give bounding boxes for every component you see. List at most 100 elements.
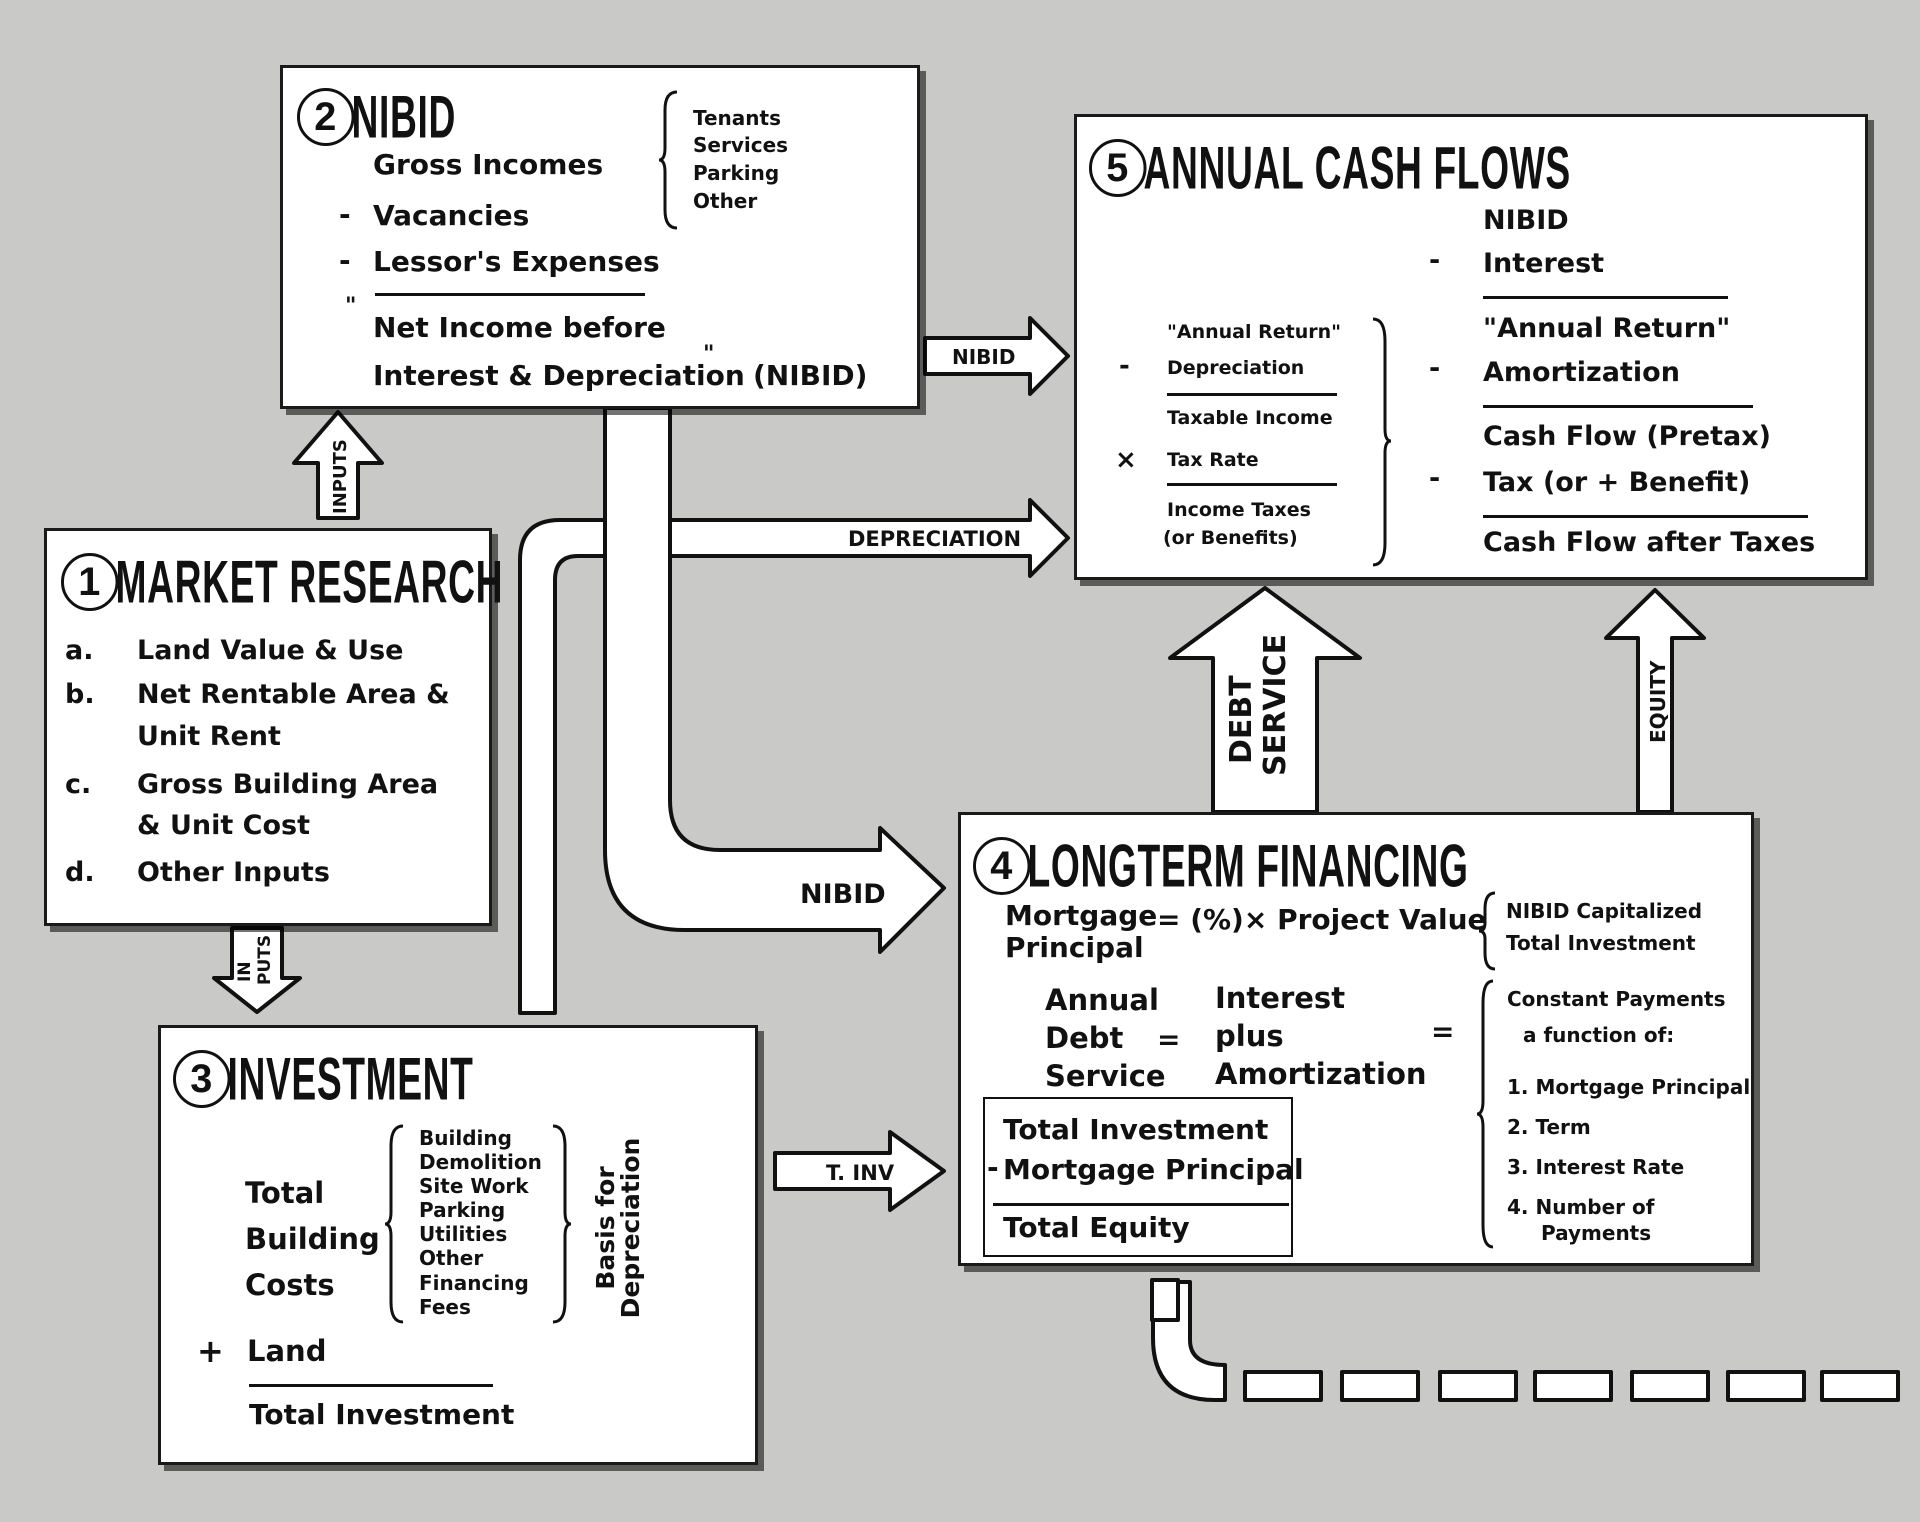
right-minus-1: - [1429,245,1441,276]
right-rule-1 [1483,296,1728,299]
inputs-down-arrow [212,926,302,1014]
right-cash-flow-pretax: Cash Flow (Pretax) [1483,421,1771,452]
total-building-costs-2: Building [245,1222,380,1256]
lessors-expenses-label: Lessor's Expenses [373,245,660,278]
factor-number-of: 4. Number of [1507,1195,1655,1219]
debt-service-label-1: DEBT [1224,675,1259,764]
ratio-brace [1478,891,1496,971]
left-tax-rate: Tax Rate [1167,449,1259,471]
constant-payments: Constant Payments [1507,987,1726,1011]
land-label: Land [247,1334,327,1368]
income-source-other: Other [693,189,758,213]
cost-item-building: Building [419,1126,512,1150]
basis-line2: Depreciation [616,1137,645,1319]
equity-mortgage-principal: Mortgage Principal [1003,1153,1304,1186]
continuation-dash [1438,1370,1518,1402]
right-tax-or-benefit: Tax (or + Benefit) [1483,467,1751,498]
left-income-taxes: Income Taxes [1167,499,1311,521]
vacancies-minus: - [339,198,351,231]
net-income-line2: Interest & Depreciation [373,359,745,392]
continuation-dash [1340,1370,1420,1402]
cost-item-other: Other [419,1246,484,1270]
inputs-down-label-1: IN [235,961,255,982]
expenses-minus: - [339,244,351,277]
income-sources-brace [658,90,678,230]
total-investment-arrow [773,1130,946,1212]
step-number-2: 2 [297,88,355,147]
nibid-sum-rule [375,293,645,296]
equity-minus: - [987,1151,999,1184]
factor-payments: Payments [1541,1221,1652,1245]
mortgage-principal-line1: Mortgage [1005,899,1158,932]
debt-service-label-2: SERVICE [1258,634,1293,776]
right-interest: Interest [1483,248,1605,279]
amortization-label: Amortization [1215,1057,1427,1091]
continuation-stub [1150,1278,1180,1322]
continuation-dash [1533,1370,1613,1402]
step-number-1: 1 [61,553,119,612]
investment-title-label: INVESTMENT [227,1045,474,1113]
right-minus-2: - [1429,353,1441,384]
right-annual-return: "Annual Return" [1483,313,1731,344]
nibid-to-financing-pipe [603,406,946,954]
cost-item-site-work: Site Work [419,1174,529,1198]
left-rule-1 [1167,393,1337,396]
factor-interest-rate: 3. Interest Rate [1507,1155,1685,1179]
right-nibid: NIBID [1483,205,1569,236]
plus-sign: + [197,1332,224,1370]
vacancies-label: Vacancies [373,199,530,232]
continuation-dash [1820,1370,1900,1402]
equity-arrow [1604,588,1706,814]
right-cash-flow-after-taxes: Cash Flow after Taxes [1483,527,1816,558]
left-depreciation: Depreciation [1167,357,1305,379]
inputs-up-label: INPUTS [330,439,351,514]
total-building-costs-3: Costs [245,1268,335,1302]
cash-flows-title-label: ANNUAL CASH FLOWS [1143,134,1571,202]
investment-sum-rule [249,1384,493,1387]
cost-items-right-brace [552,1124,572,1324]
annual-debt-service-3: Service [1045,1059,1166,1093]
basis-for-depreciation: Basis for Depreciation [591,1128,645,1328]
nibid-title-label: NIBID [351,83,456,151]
payments-equals: = [1431,1015,1455,1048]
equity-arrow-label: EQUITY [1646,660,1670,743]
left-minus: - [1119,351,1130,381]
net-income-line1: Net Income before [373,311,666,344]
interest-label: Interest [1215,981,1346,1015]
ratio-total-investment: Total Investment [1506,931,1696,955]
equity-total-equity: Total Equity [1003,1211,1190,1244]
left-taxable-income: Taxable Income [1167,407,1333,429]
mortgage-formula: = (%)× Project Value [1157,903,1487,936]
right-amortization: Amortization [1483,357,1680,388]
close-quote: " [703,342,715,367]
cost-item-fees: Fees [419,1295,471,1319]
debt-service-equals: = [1157,1023,1181,1056]
item-a-letter: a. [65,635,94,666]
item-c-letter: c. [65,769,92,800]
ratio-nibid-capitalized: NIBID Capitalized [1506,899,1703,923]
equity-rule [993,1203,1289,1206]
item-b-text: Net Rentable Area & [137,679,450,710]
debt-service-arrow [1168,586,1362,814]
tinv-arrow-label: T. INV [826,1161,895,1185]
item-d-text: Other Inputs [137,857,330,888]
continuation-dash [1630,1370,1710,1402]
cost-item-demolition: Demolition [419,1150,542,1174]
annual-debt-service-2: Debt [1045,1021,1124,1055]
nibid-to-cashflows-arrow [923,316,1070,396]
cost-item-financing: Financing [419,1271,529,1295]
cash-flows-brace [1372,317,1392,567]
inputs-down-label-2: PUTS [255,935,275,985]
nibid-arrow-label: NIBID [952,345,1015,369]
financing-title-label: LONGTERM FINANCING [1027,832,1469,900]
cost-item-utilities: Utilities [419,1222,508,1246]
